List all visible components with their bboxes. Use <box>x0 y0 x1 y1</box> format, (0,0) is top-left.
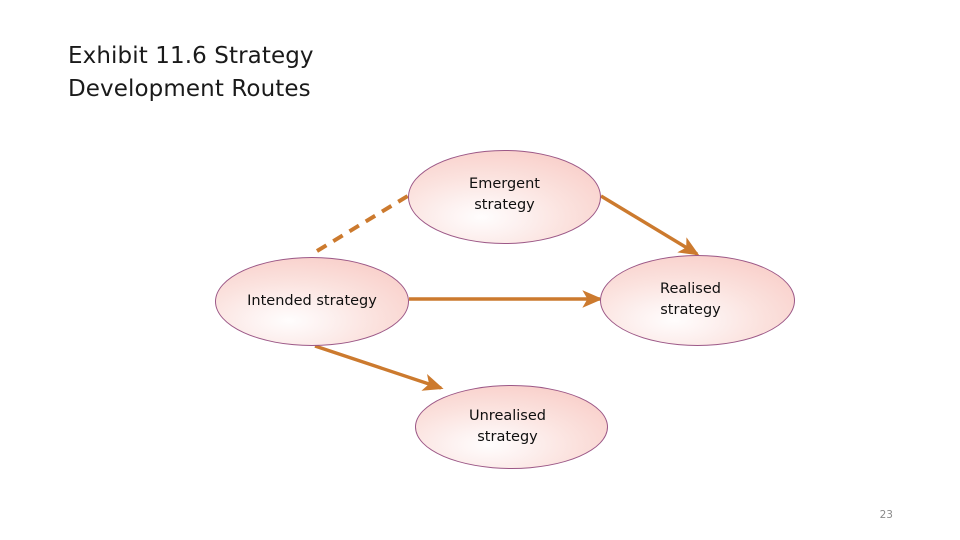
connector-emergent-to-realised <box>600 194 700 256</box>
node-realised-strategy[interactable]: Realised strategy <box>600 255 795 346</box>
node-intended-strategy-label: Intended strategy <box>247 293 377 310</box>
page-number: 23 <box>879 509 893 521</box>
connector-intended-to-unrealised <box>314 344 444 391</box>
node-intended-strategy[interactable]: Intended strategy <box>215 257 409 346</box>
node-unrealised-strategy[interactable]: Unrealised strategy <box>415 385 608 469</box>
node-unrealised-strategy-label: Unrealised strategy <box>469 408 546 445</box>
node-realised-strategy-label: Realised strategy <box>660 280 721 318</box>
page-title: Exhibit 11.6 Strategy Development Routes <box>68 43 314 102</box>
connector-intended-to-emergent <box>315 192 413 253</box>
node-emergent-strategy[interactable]: Emergent strategy <box>408 150 601 244</box>
node-emergent-strategy-label: Emergent strategy <box>469 176 540 213</box>
